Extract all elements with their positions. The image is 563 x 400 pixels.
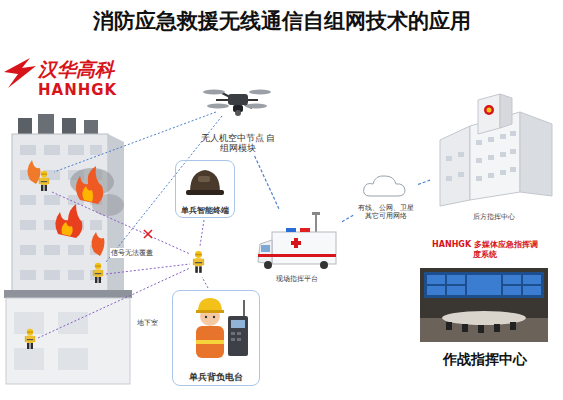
node-text: 无人机空中节点 自组网模块 [199, 133, 277, 154]
radio-box: 单兵背负电台 [172, 290, 260, 386]
node-text: HANHGK 多媒体应急指挥调度系统 [430, 240, 540, 260]
connector [418, 180, 430, 184]
firefighter [93, 263, 103, 283]
note-label: 信号无法覆盖 [110, 248, 154, 258]
node-text: 作战指挥中心 [443, 351, 527, 369]
node-text: 有线、公网、卫星 其它可用网络 [357, 204, 415, 220]
logo-mark [4, 58, 36, 88]
drone-icon [203, 90, 271, 116]
fire [27, 160, 124, 256]
logo-text: HANHGK [38, 81, 117, 99]
hq-building [440, 94, 552, 206]
connector [342, 215, 354, 222]
vehicle-node: 现场指挥平台 [252, 210, 342, 286]
node-text: 单兵背负电台 [189, 372, 243, 383]
network-node: 有线、公网、卫星 其它可用网络 [354, 170, 418, 222]
ambulance [258, 212, 336, 269]
hq-node: 后方指挥中心 [430, 90, 558, 224]
cloud [364, 176, 405, 196]
terminal-box: 单兵智能终端 [175, 160, 235, 218]
blocked-mark [144, 230, 152, 238]
connector [255, 156, 280, 210]
node-text: 后方指挥中心 [473, 213, 515, 222]
logo-text: 汉华高科 [38, 57, 114, 83]
title: 消防应急救援无线通信自组网技术的应用 [0, 7, 563, 35]
firefighter [25, 329, 35, 349]
firefighter [39, 171, 49, 191]
node-text: 单兵智能终端 [181, 206, 229, 215]
signal-lines [38, 112, 222, 338]
command-node: HANHGK 多媒体应急指挥调度系统作战指挥中心 [414, 238, 556, 370]
firefighter [193, 251, 204, 273]
helmet-icon [186, 170, 224, 195]
radio-soldier [196, 298, 248, 358]
node-text: 现场指挥平台 [276, 275, 318, 284]
drone-node: 无人机空中节点 自组网模块 [186, 84, 290, 156]
note-label: 地下室 [136, 318, 159, 328]
command-room [420, 268, 548, 342]
